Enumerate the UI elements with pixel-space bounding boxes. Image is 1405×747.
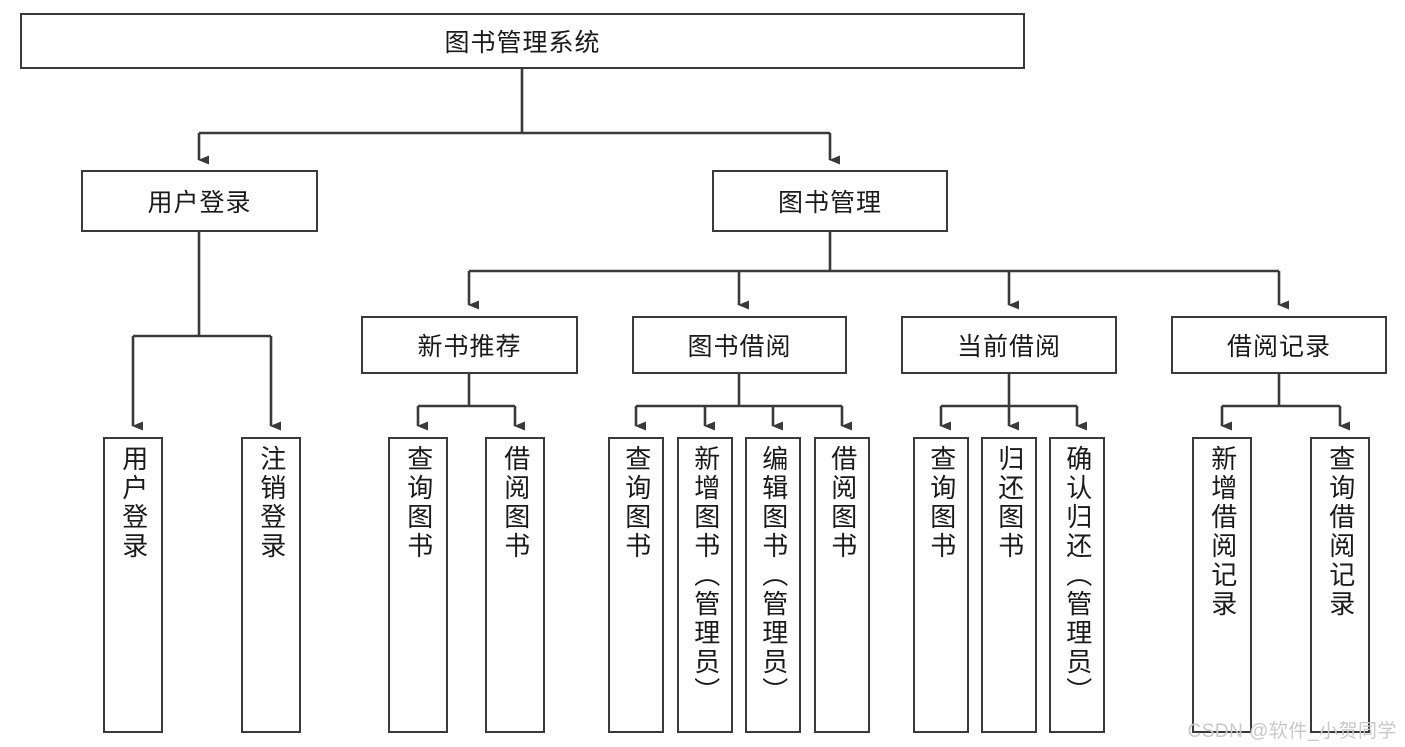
node-label: 图书管理系统	[444, 29, 601, 57]
leaf-current-borrow-query-book[interactable]: 查询图书	[913, 437, 969, 733]
leaf-new-book-query-book[interactable]: 查询图书	[388, 437, 448, 733]
leaf-label: 归还图书	[994, 445, 1025, 561]
node-label: 用户登录	[147, 189, 252, 217]
leaf-current-borrow-return-book[interactable]: 归还图书	[981, 437, 1037, 733]
leaf-user-login-login[interactable]: 用户登录	[103, 437, 163, 733]
leaf-label: 新增借阅记录	[1207, 445, 1238, 619]
leaf-borrow-record-add-record[interactable]: 新增借阅记录	[1192, 437, 1252, 733]
node-label: 借阅记录	[1226, 333, 1331, 361]
node-label: 图书管理	[777, 189, 882, 217]
leaf-book-borrow-query-book[interactable]: 查询图书	[608, 437, 664, 733]
node-book-management[interactable]: 图书管理	[712, 170, 948, 232]
node-user-login[interactable]: 用户登录	[81, 170, 318, 232]
leaf-label: 查询图书	[621, 445, 652, 561]
leaf-label: 借阅图书	[827, 445, 858, 561]
leaf-book-borrow-add-book-admin[interactable]: 新增图书（管理员）	[677, 437, 733, 733]
csdn-watermark: CSDN @软件_小贺同学	[1187, 721, 1397, 742]
leaf-label: 用户登录	[118, 445, 149, 561]
node-root-book-management-system[interactable]: 图书管理系统	[20, 13, 1025, 69]
leaf-user-login-logout[interactable]: 注销登录	[241, 437, 301, 733]
leaf-label: 确认归还（管理员）	[1062, 445, 1093, 706]
leaf-label: 新增图书（管理员）	[690, 445, 721, 706]
node-book-borrow[interactable]: 图书借阅	[632, 316, 847, 374]
node-current-borrow[interactable]: 当前借阅	[901, 316, 1117, 374]
leaf-label: 借阅图书	[500, 445, 531, 561]
node-borrow-record[interactable]: 借阅记录	[1171, 316, 1387, 374]
leaf-label: 查询借阅记录	[1325, 445, 1356, 619]
node-new-book-recommend[interactable]: 新书推荐	[361, 316, 578, 374]
leaf-label: 查询图书	[926, 445, 957, 561]
leaf-borrow-record-query-record[interactable]: 查询借阅记录	[1310, 437, 1370, 733]
leaf-book-borrow-edit-book-admin[interactable]: 编辑图书（管理员）	[745, 437, 801, 733]
leaf-label: 注销登录	[256, 445, 287, 561]
leaf-new-book-borrow-book[interactable]: 借阅图书	[485, 437, 545, 733]
leaf-label: 编辑图书（管理员）	[758, 445, 789, 706]
leaf-book-borrow-borrow-book[interactable]: 借阅图书	[814, 437, 870, 733]
node-label: 图书借阅	[687, 333, 792, 361]
leaf-label: 查询图书	[403, 445, 434, 561]
node-label: 新书推荐	[417, 333, 522, 361]
node-label: 当前借阅	[956, 333, 1061, 361]
leaf-current-borrow-confirm-return-admin[interactable]: 确认归还（管理员）	[1049, 437, 1105, 733]
